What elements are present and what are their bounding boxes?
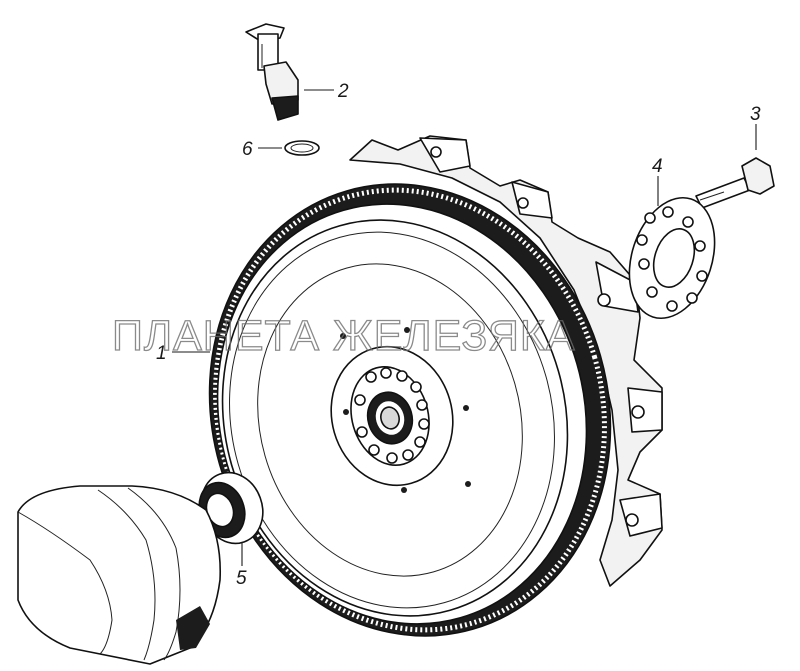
bolt-part [695, 157, 775, 209]
o-ring-part [284, 140, 320, 156]
watermark-text: ПЛАНЕТА ЖЕЛЕЗЯКА [112, 312, 576, 360]
callout-1: 1 [156, 343, 167, 364]
crankshaft-fragment [17, 485, 222, 665]
flywheel-hub [350, 366, 430, 466]
leader-lines [172, 89, 757, 566]
callout-2: 2 [337, 81, 349, 102]
washer-plate-part [628, 196, 716, 320]
pin-part [245, 23, 299, 121]
callout-3: 3 [750, 104, 761, 125]
flywheel-rear-housing [349, 135, 663, 587]
callout-4: 4 [652, 156, 663, 177]
callout-5: 5 [236, 568, 247, 589]
callout-6: 6 [242, 139, 253, 160]
bearing-part [198, 471, 264, 545]
